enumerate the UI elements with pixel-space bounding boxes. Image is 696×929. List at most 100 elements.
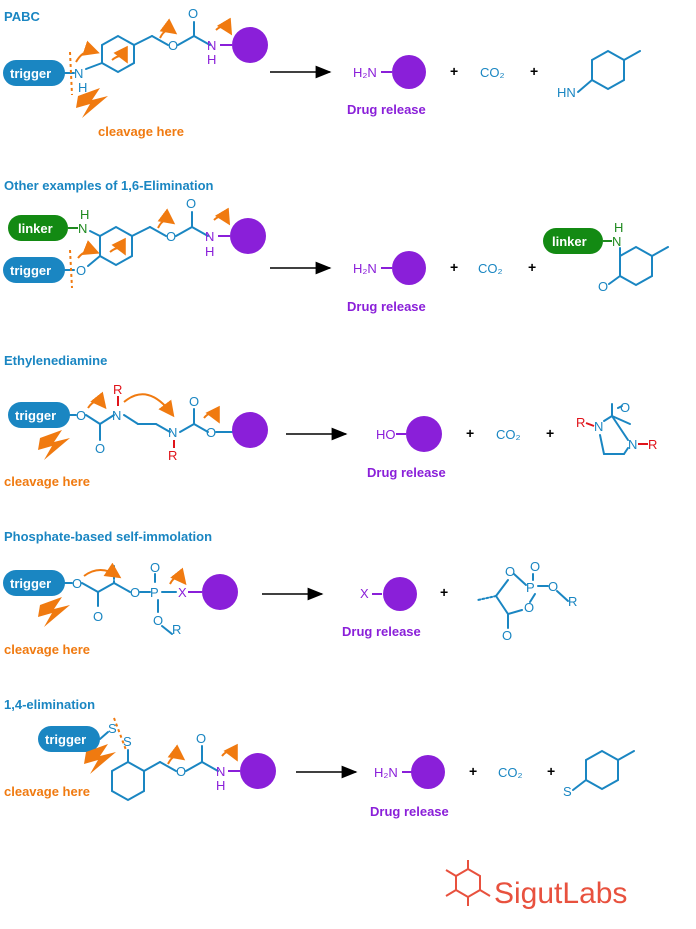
- svg-text:P: P: [150, 585, 159, 600]
- section-title: PABC: [4, 9, 40, 24]
- svg-text:X: X: [178, 585, 187, 600]
- svg-text:R: R: [168, 448, 177, 463]
- svg-text:O: O: [548, 579, 558, 594]
- cleavage-label: cleavage here: [4, 474, 90, 489]
- section-ethylenediamine: Ethylenediamine trigger O O N R N R O O …: [4, 353, 657, 489]
- svg-text:O: O: [176, 764, 186, 779]
- svg-text:H₂N: H₂N: [374, 765, 398, 780]
- svg-text:H: H: [80, 207, 89, 222]
- svg-text:O: O: [72, 576, 82, 591]
- svg-text:CO₂: CO₂: [496, 427, 521, 442]
- svg-text:O: O: [76, 263, 86, 278]
- svg-text:O: O: [166, 229, 176, 244]
- cleavage-label: cleavage here: [4, 642, 90, 657]
- svg-text:O: O: [93, 609, 103, 624]
- cleavage-label: cleavage here: [98, 124, 184, 139]
- svg-text:+: +: [450, 259, 458, 275]
- svg-text:R: R: [172, 622, 181, 637]
- svg-text:+: +: [530, 63, 538, 79]
- svg-text:trigger: trigger: [10, 576, 51, 591]
- svg-text:O: O: [505, 564, 515, 579]
- svg-text:trigger: trigger: [45, 732, 86, 747]
- svg-text:O: O: [196, 731, 206, 746]
- svg-text:linker: linker: [18, 221, 53, 236]
- drug-circle: [392, 55, 426, 89]
- svg-text:N: N: [112, 408, 121, 423]
- svg-text:O: O: [598, 279, 608, 294]
- svg-text:O: O: [168, 38, 178, 53]
- cleavage-label: cleavage here: [4, 784, 90, 799]
- svg-text:R: R: [568, 594, 577, 609]
- svg-text:H: H: [614, 220, 623, 235]
- svg-text:N: N: [205, 229, 214, 244]
- svg-text:O: O: [130, 585, 140, 600]
- svg-text:CO₂: CO₂: [498, 765, 523, 780]
- drug-release-label: Drug release: [347, 102, 426, 117]
- trigger-pill: trigger: [38, 726, 100, 752]
- drug-circle: [230, 218, 266, 254]
- svg-text:H₂N: H₂N: [353, 65, 377, 80]
- svg-text:X: X: [360, 586, 369, 601]
- svg-text:trigger: trigger: [10, 66, 51, 81]
- svg-text:+: +: [546, 425, 554, 441]
- svg-text:+: +: [450, 63, 458, 79]
- brand-name: SigutLabs: [494, 877, 627, 910]
- svg-text:R: R: [113, 382, 122, 397]
- svg-text:H₂N: H₂N: [353, 261, 377, 276]
- drug-circle: [202, 574, 238, 610]
- drug-circle: [383, 577, 417, 611]
- svg-text:O: O: [524, 600, 534, 615]
- hexagon-molecule-icon: [445, 860, 491, 906]
- svg-text:CO₂: CO₂: [480, 65, 505, 80]
- svg-text:+: +: [547, 763, 555, 779]
- svg-text:+: +: [528, 259, 536, 275]
- trigger-pill: trigger: [3, 257, 65, 283]
- linker-pill: linker: [8, 215, 68, 241]
- drug-circle: [411, 755, 445, 789]
- section-title: Ethylenediamine: [4, 353, 107, 368]
- svg-text:O: O: [206, 425, 216, 440]
- svg-text:N: N: [207, 38, 216, 53]
- svg-text:trigger: trigger: [15, 408, 56, 423]
- svg-text:HO: HO: [376, 427, 396, 442]
- svg-text:O: O: [186, 196, 196, 211]
- svg-text:O: O: [153, 613, 163, 628]
- trigger-pill: trigger: [3, 570, 65, 596]
- svg-text:H: H: [78, 80, 87, 95]
- svg-text:+: +: [440, 584, 448, 600]
- drug-circle: [232, 27, 268, 63]
- svg-text:O: O: [95, 441, 105, 456]
- svg-text:O: O: [188, 6, 198, 21]
- svg-text:trigger: trigger: [10, 263, 51, 278]
- svg-text:H: H: [216, 778, 225, 793]
- svg-text:N: N: [594, 419, 603, 434]
- svg-text:N: N: [612, 234, 621, 249]
- drug-circle: [232, 412, 268, 448]
- svg-text:O: O: [530, 559, 540, 574]
- svg-text:O: O: [150, 560, 160, 575]
- svg-text:R: R: [648, 437, 657, 452]
- section-phosphate: Phosphate-based self-immolation trigger …: [3, 529, 577, 657]
- svg-text:N: N: [628, 437, 637, 452]
- svg-text:S: S: [563, 784, 572, 799]
- drug-circle: [406, 416, 442, 452]
- section-16-elimination: Other examples of 1,6-Elimination linker…: [3, 178, 669, 314]
- trigger-pill: trigger: [8, 402, 70, 428]
- brand-logo: SigutLabs: [445, 860, 627, 910]
- section-14-elimination: 1,4-elimination trigger S S O O N H clea…: [4, 697, 635, 819]
- svg-text:H: H: [207, 52, 216, 67]
- svg-text:R: R: [576, 415, 585, 430]
- trigger-pill: trigger: [3, 60, 65, 86]
- svg-text:HN: HN: [557, 85, 576, 100]
- svg-text:+: +: [469, 763, 477, 779]
- section-pabc: PABC trigger N H O O N H cleavage here H…: [3, 6, 641, 139]
- svg-text:linker: linker: [552, 234, 587, 249]
- drug-release-label: Drug release: [367, 465, 446, 480]
- svg-text:O: O: [502, 628, 512, 643]
- section-title: Other examples of 1,6-Elimination: [4, 178, 214, 193]
- drug-circle: [240, 753, 276, 789]
- drug-release-label: Drug release: [370, 804, 449, 819]
- svg-text:O: O: [76, 408, 86, 423]
- svg-text:N: N: [216, 764, 225, 779]
